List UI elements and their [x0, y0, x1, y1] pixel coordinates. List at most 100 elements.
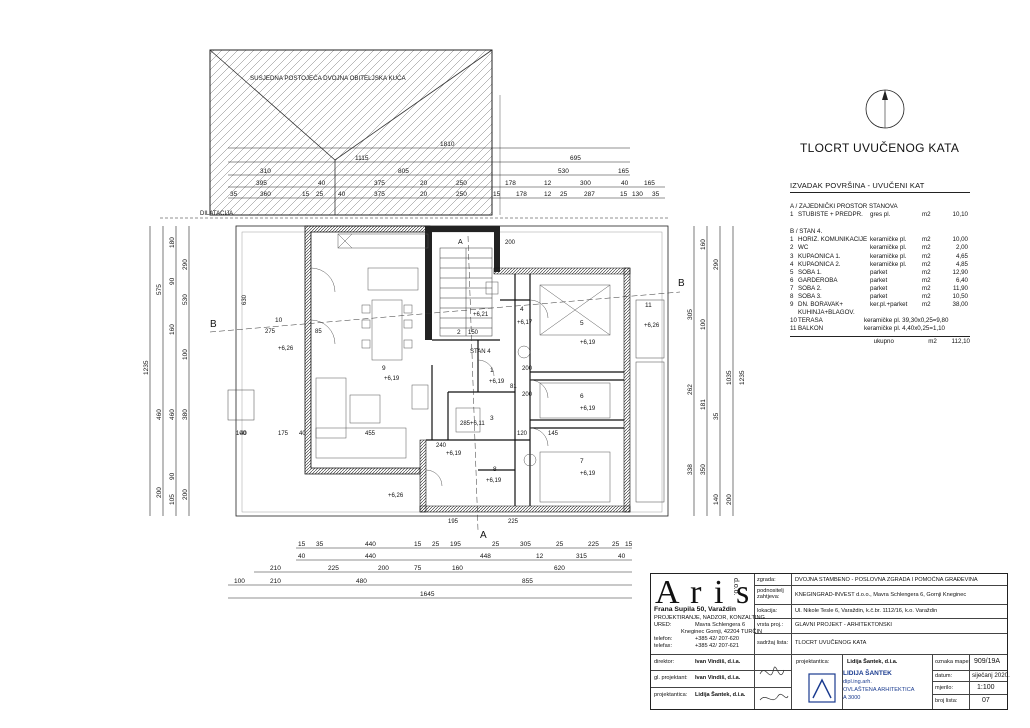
dim-in-1: 275	[265, 329, 276, 335]
level-7: +6,19	[580, 471, 596, 477]
stamp-logo-icon	[808, 673, 836, 703]
certification-stamp: LIDIJA ŠANTEK dipl.ing.arh. OVLAŠTENA AR…	[807, 670, 927, 706]
section-b-left: B	[210, 319, 217, 330]
room-5: 5	[580, 320, 584, 327]
top-dimension-lines	[228, 147, 665, 199]
location-value: Ul. Nikole Tesle 6, Varaždin, k.č.br. 11…	[795, 608, 938, 614]
dim-bot-1a: 15	[298, 541, 306, 548]
dim-right-i1: 160	[700, 239, 707, 250]
date-value: siječanj 2020.	[972, 672, 1010, 679]
room-9: 9	[382, 365, 386, 372]
chief-designer-name: Ivan Vindiš, d.i.a.	[695, 675, 741, 681]
dim-bot-1h: 305	[520, 541, 531, 548]
dim-top-4h: 250	[456, 191, 467, 198]
bottom-dimension-texts: 15 35 440 15 25 195 25 305 25 225 25 15 …	[234, 541, 633, 598]
level-12: +6,26	[388, 493, 404, 499]
dim-left-i9: 90	[169, 472, 176, 480]
dim-left-i5: 160	[169, 324, 176, 335]
room-4: 4	[520, 306, 524, 313]
room-7: 7	[580, 458, 584, 465]
right-dimension-texts: 1235 1035 200 160 290 305 100 262 181 35…	[687, 239, 746, 505]
dim-top-4m: 287	[584, 191, 595, 198]
signature-image	[759, 666, 789, 701]
dim-in-5: 455	[365, 431, 376, 437]
dim-in-19: 195	[448, 519, 459, 525]
dim-top-3c: 375	[374, 180, 385, 187]
dim-top-3g: 12	[544, 180, 552, 187]
applicant-value: KNEGINGRAD-INVEST d.o.o., Mavra Schlenge…	[795, 592, 967, 598]
dim-top-4g: 20	[420, 191, 428, 198]
designer-name: Lidija Šantek, d.i.a.	[695, 692, 746, 698]
dim-bot-1i: 25	[556, 541, 564, 548]
section-a-top: A	[458, 239, 463, 246]
dim-top-4l: 25	[560, 191, 568, 198]
dim-top-4c: 15	[302, 191, 310, 198]
dim-top-4e: 40	[338, 191, 346, 198]
dim-in-18: 225	[508, 519, 519, 525]
bottom-dimension-lines	[228, 547, 632, 599]
neighbour-house-label: SUSJEDNA POSTOJEĆA DVOJNA OBITELJSKA KUĆ…	[250, 75, 407, 82]
dim-top-4a: 35	[230, 191, 238, 198]
apartment-label: STAN 4	[470, 349, 491, 355]
dim-top-2b: 805	[398, 168, 409, 175]
room-11: 11	[645, 302, 652, 309]
level-8: +6,19	[489, 379, 505, 385]
folder-code: 909/19A	[974, 658, 1001, 665]
room-8: 8	[493, 466, 497, 473]
dim-top-4f: 375	[374, 191, 385, 198]
dim-left-i4: 530	[182, 294, 189, 305]
dim-bot-3b: 225	[328, 565, 339, 572]
dim-bot-1f: 195	[450, 541, 461, 548]
dim-in-13: 81	[510, 384, 517, 390]
dim-left-2: 460	[156, 409, 163, 420]
level-11: +6,19	[486, 478, 502, 484]
dim-top-1a: 1115	[355, 155, 369, 162]
north-arrow	[865, 89, 905, 129]
right-dimension-lines	[693, 226, 734, 516]
dim-left-i8: 380	[182, 409, 189, 420]
dim-left-i10: 105	[169, 494, 176, 505]
dim-bot-4c: 480	[356, 578, 367, 585]
section-b-right: B	[678, 278, 685, 289]
dim-top-1b: 695	[570, 155, 581, 162]
dim-bot-4d: 855	[522, 578, 533, 585]
sheet-number: 07	[982, 697, 990, 704]
dim-right-i6: 181	[700, 399, 707, 410]
level-1: +6,26	[278, 346, 294, 352]
dim-in-7: 200	[505, 240, 516, 246]
dim-in-11: 200	[522, 366, 533, 372]
dim-top-3d: 20	[420, 180, 428, 187]
dim-top-3j: 165	[644, 180, 655, 187]
dim-bot-3d: 75	[414, 565, 422, 572]
dim-left-i1: 180	[169, 237, 176, 248]
left-dimension-lines	[149, 226, 190, 516]
section-a-bottom: A	[480, 530, 487, 541]
building-value: DVOJNA STAMBENO - POSLOVNA ZGRADA I POMO…	[795, 577, 978, 583]
dim-left-i3: 90	[169, 277, 176, 285]
company-logo-suffix: d.o.o.	[732, 578, 739, 596]
dim-bot-total: 1645	[420, 591, 435, 598]
dim-in-2: 85	[315, 329, 322, 335]
area-schedule: IZVADAK POVRŠINA - UVUČENI KAT A / ZAJED…	[790, 181, 970, 346]
dim-left-1: 575	[156, 284, 163, 295]
designer-name-2: Lidija Šantek, d.i.a.	[847, 659, 898, 665]
dim-bot-3a: 210	[270, 565, 281, 572]
dim-bot-1b: 35	[316, 541, 324, 548]
dim-bot-2f: 40	[618, 553, 626, 560]
dim-right-i10: 140	[713, 494, 720, 505]
dim-right-1: 1035	[726, 370, 733, 385]
dim-bot-2e: 315	[576, 553, 587, 560]
dim-right-i2: 290	[713, 259, 720, 270]
company-logo: A r i s	[655, 574, 752, 611]
dim-in-9: 285	[460, 421, 471, 427]
dim-in-10: 120	[517, 431, 528, 437]
room-3: 3	[490, 415, 494, 422]
dim-in-17: 630	[242, 294, 248, 305]
dim-bot-1k: 25	[612, 541, 620, 548]
director-name: Ivan Vindiš, d.i.a.	[695, 659, 741, 665]
dim-left-i7: 460	[169, 409, 176, 420]
company-address: Frana Supila 50, Varaždin	[654, 606, 736, 613]
